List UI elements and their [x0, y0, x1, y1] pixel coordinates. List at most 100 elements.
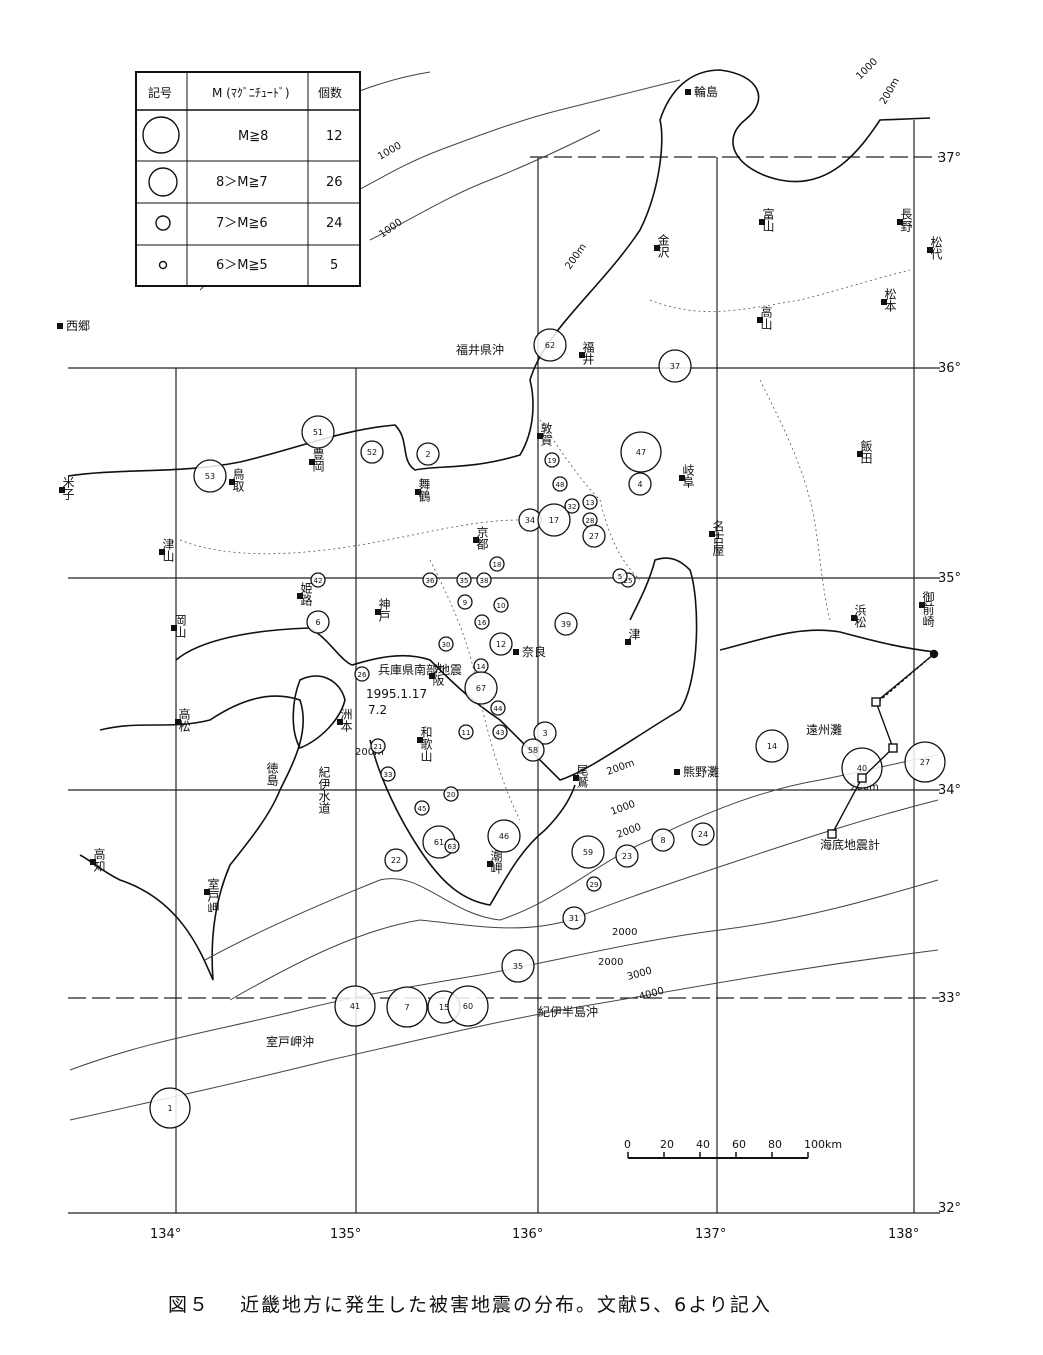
- quake-33: 33: [380, 766, 396, 782]
- place-marker: [337, 719, 343, 725]
- place-name: 熊野灘: [683, 764, 719, 779]
- place-name: 高松: [177, 707, 191, 732]
- place-marker: [919, 602, 925, 608]
- quake-10: 10: [493, 597, 509, 613]
- quake-circle: [628, 472, 652, 496]
- quake-circle: [384, 848, 408, 872]
- place-marker: [679, 475, 685, 481]
- place-marker: [881, 299, 887, 305]
- quake-circle: [380, 766, 396, 782]
- place-19: 津山: [159, 538, 175, 562]
- quake-id: 1: [167, 1104, 172, 1113]
- legend-count-m6: 24: [326, 216, 343, 231]
- place-name: 名古屋: [711, 519, 725, 557]
- quake-circle: [615, 844, 639, 868]
- depth-label: 3000: [626, 966, 653, 983]
- place-4: 金沢: [654, 233, 670, 259]
- quake-id: 17: [549, 516, 559, 525]
- quake-20: 20: [443, 786, 459, 802]
- legend-header-symbol: 記号: [148, 85, 172, 100]
- place-7: 福井: [579, 340, 595, 366]
- legend-symbol-m8: [142, 116, 180, 154]
- quake-id: 4: [637, 480, 642, 489]
- place-name: 和歌山: [419, 726, 433, 762]
- place-43: 紀伊半島沖: [538, 1004, 598, 1019]
- place-name: 洲本: [339, 708, 353, 733]
- lat-label-34: 34°: [938, 783, 961, 798]
- place-12: 岐阜: [679, 464, 695, 488]
- place-name: 敦賀: [539, 421, 553, 447]
- quake-34: 34: [518, 508, 542, 532]
- quake-circle: [301, 415, 335, 449]
- quake-35: 35: [456, 572, 472, 588]
- quake-circle: [533, 721, 557, 745]
- legend-count-m8: 12: [326, 129, 343, 144]
- place-name: 津山: [161, 538, 175, 562]
- quake-14: 14: [755, 729, 789, 763]
- quake-id: 67: [476, 684, 486, 693]
- quake-id: 19: [548, 457, 557, 465]
- quake-52: 52: [360, 440, 384, 464]
- quake-3: 3: [533, 721, 557, 745]
- place-name: 福井: [581, 340, 595, 366]
- place-name: 岡山: [173, 614, 187, 638]
- lon-label-135: 135°: [330, 1227, 361, 1242]
- quake-44: 44: [490, 700, 506, 716]
- quake-37: 37: [658, 349, 692, 383]
- quake-8: 8: [651, 828, 675, 852]
- quake-circle: [306, 610, 330, 634]
- place-marker: [204, 889, 210, 895]
- quake-id: 60: [463, 1002, 473, 1011]
- quake-35: 35: [501, 949, 535, 983]
- quake-12: 12: [489, 632, 513, 656]
- place-name: 岐阜: [681, 464, 695, 488]
- quake-id: 28: [586, 517, 595, 525]
- quake-circle: [489, 556, 505, 572]
- lat-label-32: 32°: [938, 1201, 961, 1216]
- quake-id: 8: [660, 836, 665, 845]
- place-name: 遠州灘: [806, 723, 842, 737]
- quake-id: 13: [586, 499, 595, 507]
- place-name: 神戸: [377, 598, 391, 623]
- place-name: 紀伊水道: [317, 766, 331, 814]
- quake-circle: [620, 431, 662, 473]
- place-15: 舞鶴: [415, 478, 431, 503]
- quake-7: 7: [386, 986, 428, 1028]
- place-marker: [171, 625, 177, 631]
- depth-label: 200m: [605, 758, 636, 778]
- quake-5: 5: [612, 568, 628, 584]
- quake-id: 47: [636, 448, 646, 457]
- depth-label: 200m: [878, 76, 902, 106]
- quake-31: 31: [562, 906, 586, 930]
- quake-id: 38: [480, 577, 489, 585]
- quake-id: 25: [624, 577, 633, 585]
- place-9: 西郷: [57, 319, 90, 333]
- place-name: 紀伊半島沖: [538, 1004, 598, 1019]
- quake-27: 27: [582, 524, 606, 548]
- quake-id: 58: [528, 746, 538, 755]
- quake-circle: [370, 738, 386, 754]
- place-name: 京都: [475, 526, 489, 550]
- quake-2: 2: [416, 442, 440, 466]
- quake-29: 29: [586, 876, 602, 892]
- depth-label: 1000: [609, 799, 637, 818]
- place-25: 津: [625, 628, 641, 645]
- quake-62: 62: [533, 328, 567, 362]
- quake-id: 24: [698, 830, 708, 839]
- place-name: 徳島: [265, 761, 279, 787]
- place-name: 姫路: [299, 582, 313, 607]
- quake-id: 22: [391, 856, 401, 865]
- quake-id: 40: [857, 764, 867, 773]
- quake-circle: [612, 568, 628, 584]
- scale-tick-label: 60: [732, 1138, 746, 1151]
- quake-17: 17: [537, 503, 571, 537]
- quake-id: 23: [622, 852, 632, 861]
- quake-67: 67: [464, 671, 498, 705]
- quake-id: 12: [496, 640, 506, 649]
- quake-19: 19: [544, 452, 560, 468]
- quake-46: 46: [487, 819, 521, 853]
- quake-circle: [310, 572, 326, 588]
- place-1: 富山: [759, 207, 775, 232]
